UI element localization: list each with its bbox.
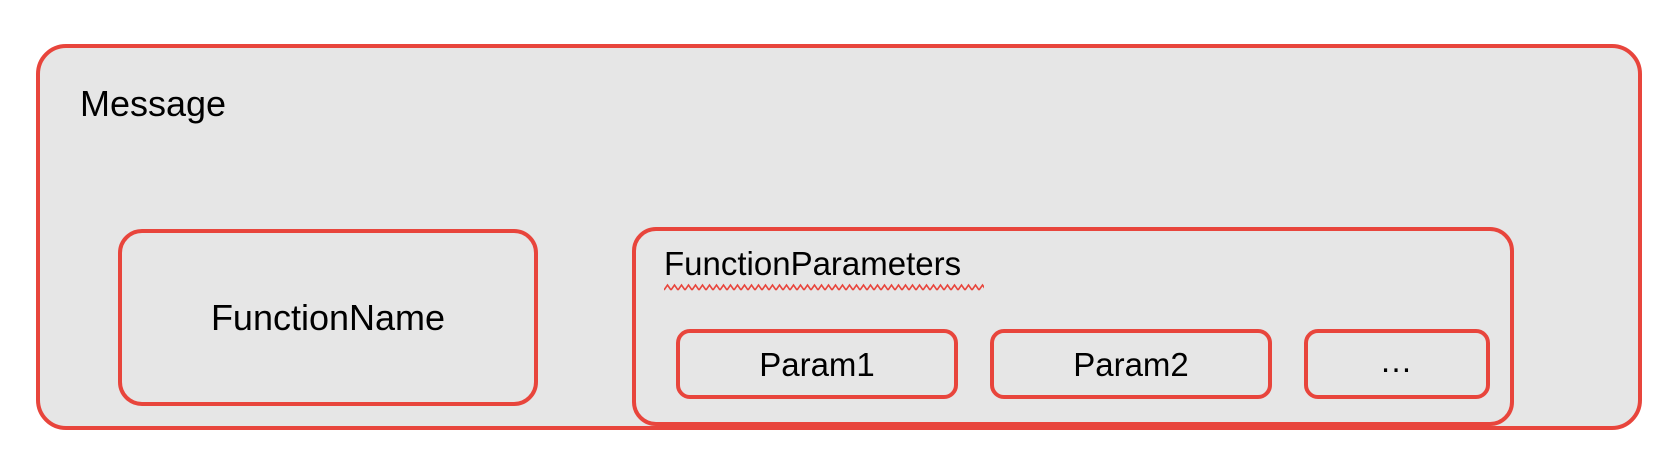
param-box[interactable]: Param2 (990, 329, 1272, 399)
message-title-label: Message (80, 83, 227, 124)
param-label: Param2 (1073, 345, 1189, 383)
message-container[interactable]: Message FunctionName FunctionParameters (36, 44, 1642, 430)
function-name-box[interactable]: FunctionName (118, 229, 538, 406)
param-label: Param1 (759, 345, 875, 383)
spellcheck-squiggle-underline (664, 282, 984, 292)
function-parameters-label: FunctionParameters (664, 245, 962, 282)
function-parameters-container[interactable]: FunctionParameters Param1 Param2 … (632, 227, 1514, 426)
param-box-ellipsis[interactable]: … (1304, 329, 1490, 399)
param-label-ellipsis: … (1379, 341, 1415, 379)
function-parameters-label-group: FunctionParameters (664, 245, 984, 292)
function-name-label: FunctionName (210, 296, 446, 338)
param-box[interactable]: Param1 (676, 329, 958, 399)
